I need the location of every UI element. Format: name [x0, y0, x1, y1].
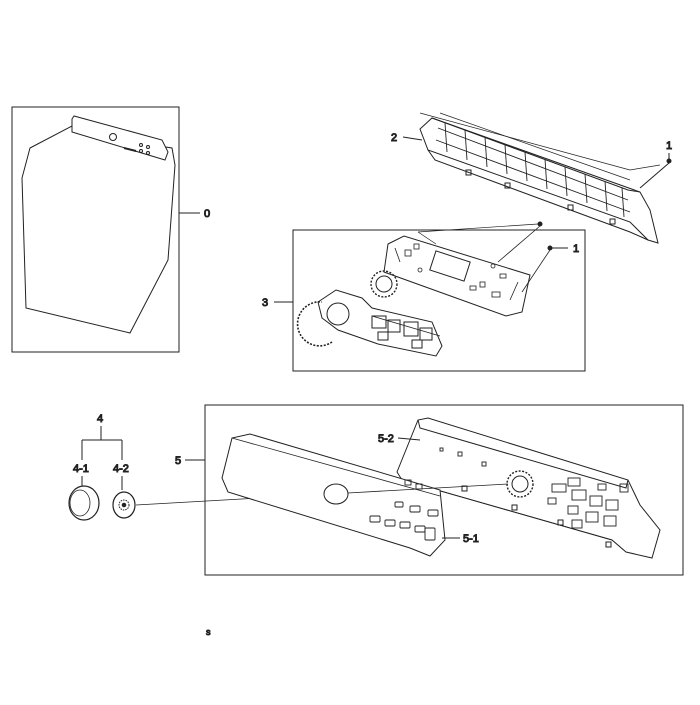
footer-mark: s: [206, 627, 211, 637]
group-0-cabinet: 0: [11, 106, 211, 353]
callout-5-1: 5-1: [463, 533, 479, 545]
encoder-ring-upper: [370, 270, 398, 298]
holder-dial-recess: [326, 302, 350, 326]
encoder-ring-lower: [296, 301, 333, 347]
cabinet-button-icon: [146, 145, 150, 149]
panel-frame-ribs: [435, 122, 631, 218]
group-2-panel-frame: 2 1: [391, 112, 673, 244]
screw-icon: [537, 221, 543, 227]
holder-relays: [371, 315, 433, 349]
pcb-components: [394, 243, 519, 301]
group-5-control-panel: 5 5-2: [175, 404, 684, 576]
leader-5-2: [397, 437, 421, 441]
knob-cap: [68, 485, 100, 521]
group-4-knob: 4 4-1 4-2: [68, 413, 331, 521]
leader-screw-b: [521, 249, 551, 293]
callout-4-1: 4-1: [73, 463, 89, 475]
callout-3: 3: [262, 297, 268, 309]
overlay-panel: [221, 433, 446, 557]
callout-4-2: 4-2: [113, 463, 129, 475]
callout-5-2: 5-2: [378, 433, 394, 445]
callout-1-top: 1: [666, 140, 672, 152]
pcb-board: [383, 235, 531, 317]
housing-tabs: [461, 485, 612, 548]
guide-line: [439, 112, 631, 181]
panel-frame-tab-icon: [465, 169, 472, 176]
cabinet-display-icon: [123, 147, 137, 152]
panel-frame-tab-icon: [609, 218, 616, 225]
overlay-button-marks: [369, 479, 439, 541]
panel-frame-upper-edge: [431, 117, 641, 193]
panel-frame-tab-icon: [504, 182, 511, 189]
group-3-frame: [292, 229, 586, 372]
guide-line: [629, 164, 661, 171]
overlay-panel-edge: [231, 437, 441, 497]
guide-line: [417, 231, 437, 245]
screw-icon: [547, 245, 553, 251]
guide-line: [419, 112, 631, 171]
callout-0: 0: [204, 208, 210, 220]
callout-4: 4: [97, 413, 103, 425]
housing-dial-ring: [506, 470, 534, 498]
pcb-display-window: [429, 250, 471, 282]
leader-1-top-b: [639, 162, 670, 189]
knob-axis-line-2: [347, 483, 509, 494]
panel-frame-lower-edge: [427, 149, 649, 241]
leader-2: [402, 136, 423, 141]
cabinet-knob-icon: [109, 133, 117, 141]
cabinet-body: [21, 125, 176, 334]
callout-1-mid: 1: [573, 243, 579, 255]
panel-frame-tab-icon: [567, 204, 574, 211]
callout-5: 5: [175, 455, 181, 467]
screw-icon: [666, 158, 672, 164]
leader-screw-a: [497, 225, 541, 263]
cabinet-button-icon: [146, 151, 150, 155]
cabinet-control-panel: [71, 115, 169, 161]
overlay-dial-window: [323, 483, 349, 505]
holder-rib: [371, 315, 441, 337]
guide-line: [417, 223, 539, 233]
housing-button-holes: [439, 447, 629, 529]
group-0-frame: [11, 106, 180, 353]
group-5-frame: [204, 404, 684, 576]
group-3-pcb: 3 1: [262, 221, 586, 372]
callout-2: 2: [391, 132, 397, 144]
cabinet-button-icon: [139, 149, 143, 153]
cabinet-button-icon: [139, 143, 143, 147]
panel-frame-body: [419, 117, 659, 244]
